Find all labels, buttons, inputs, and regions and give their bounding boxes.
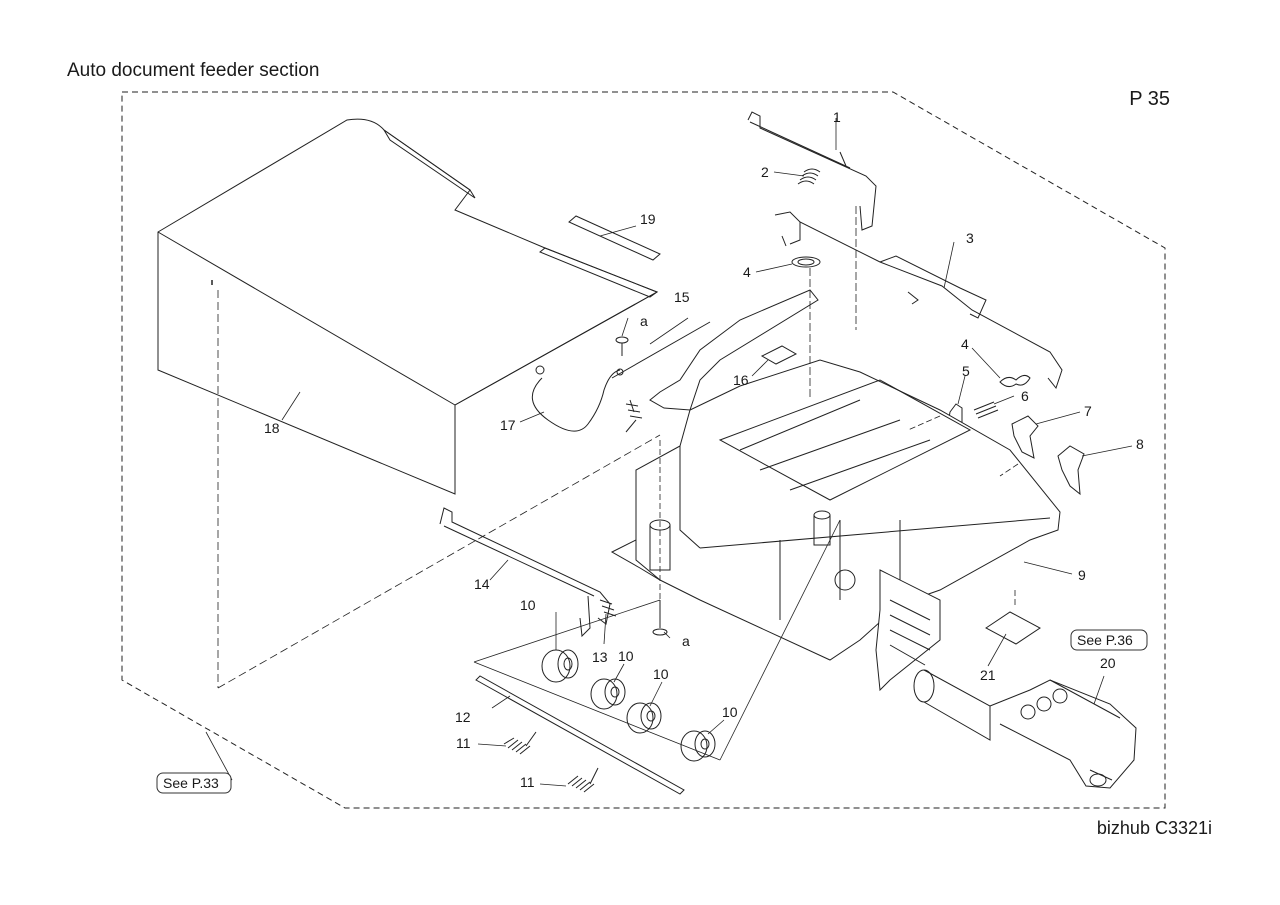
part-12-shaft — [475, 675, 685, 795]
callout-18: 18 — [264, 420, 280, 436]
part-10-roller-2 — [590, 678, 626, 710]
part-10-roller-1 — [541, 649, 579, 683]
section-boundary — [121, 91, 1166, 809]
part-1-lever — [747, 111, 877, 231]
callout-3: 3 — [966, 230, 974, 246]
callout-10-c: 10 — [653, 666, 669, 682]
part-10-roller-3 — [626, 702, 662, 734]
callout-a-upper: a — [640, 313, 648, 329]
part-9-frame — [610, 359, 1061, 692]
part-17-cable — [532, 365, 624, 432]
callout-20: 20 — [1100, 655, 1116, 671]
part-7-bracket — [1011, 415, 1039, 459]
see-p36-reference: See P.36 — [1070, 629, 1148, 651]
screw-a-lower — [652, 600, 668, 636]
part-16-sheet — [760, 345, 798, 365]
part-21-sheet — [985, 611, 1041, 645]
part-11-spring-lower — [567, 767, 599, 793]
callout-21: 21 — [980, 667, 996, 683]
callout-6: 6 — [1021, 388, 1029, 404]
part-4-spring-lower — [999, 374, 1031, 388]
callout-a-lower: a — [682, 633, 690, 649]
part-10-roller-4 — [680, 730, 716, 762]
callout-11-a: 11 — [456, 735, 471, 751]
part-8-bracket — [1057, 445, 1085, 496]
callout-7: 7 — [1084, 403, 1092, 419]
see-p33-label: See P.33 — [163, 775, 219, 791]
see-p36-label: See P.36 — [1077, 632, 1133, 648]
callout-1: 1 — [833, 109, 841, 125]
screw-a-upper — [615, 336, 629, 356]
callout-2: 2 — [761, 164, 769, 180]
callout-4-lower: 4 — [961, 336, 969, 352]
callout-10-d: 10 — [722, 704, 738, 720]
part-3-guide — [774, 211, 1063, 390]
part-15-bracket — [649, 289, 819, 411]
see-p33-reference: See P.33 — [156, 772, 232, 794]
part-13-spring — [599, 599, 617, 617]
callout-9: 9 — [1078, 567, 1086, 583]
part-18-tray-cover — [157, 118, 659, 495]
callout-17: 17 — [500, 417, 516, 433]
callout-12: 12 — [455, 709, 471, 725]
section-title: Auto document feeder section — [67, 60, 320, 81]
part-14-shaft — [439, 507, 611, 638]
callout-15: 15 — [674, 289, 690, 305]
callout-11-b: 11 — [520, 774, 535, 790]
callout-10-a: 10 — [520, 597, 536, 613]
part-20-feed-assembly — [913, 669, 1137, 789]
callout-5: 5 — [962, 363, 970, 379]
callout-8: 8 — [1136, 436, 1144, 452]
part-19-strip — [568, 215, 661, 261]
part-4-spring-upper — [791, 256, 821, 268]
part-2-spring — [797, 168, 821, 185]
page-number: P 35 — [1129, 88, 1170, 110]
callout-16: 16 — [733, 372, 749, 388]
callout-4-upper: 4 — [743, 264, 751, 280]
part-11-spring-upper — [503, 731, 537, 755]
callout-14: 14 — [474, 576, 490, 592]
callout-10-b: 10 — [618, 648, 634, 664]
callout-13: 13 — [592, 649, 608, 665]
part-6-spring — [973, 401, 999, 419]
model-name: bizhub C3321i — [1096, 818, 1212, 838]
callout-19: 19 — [640, 211, 656, 227]
